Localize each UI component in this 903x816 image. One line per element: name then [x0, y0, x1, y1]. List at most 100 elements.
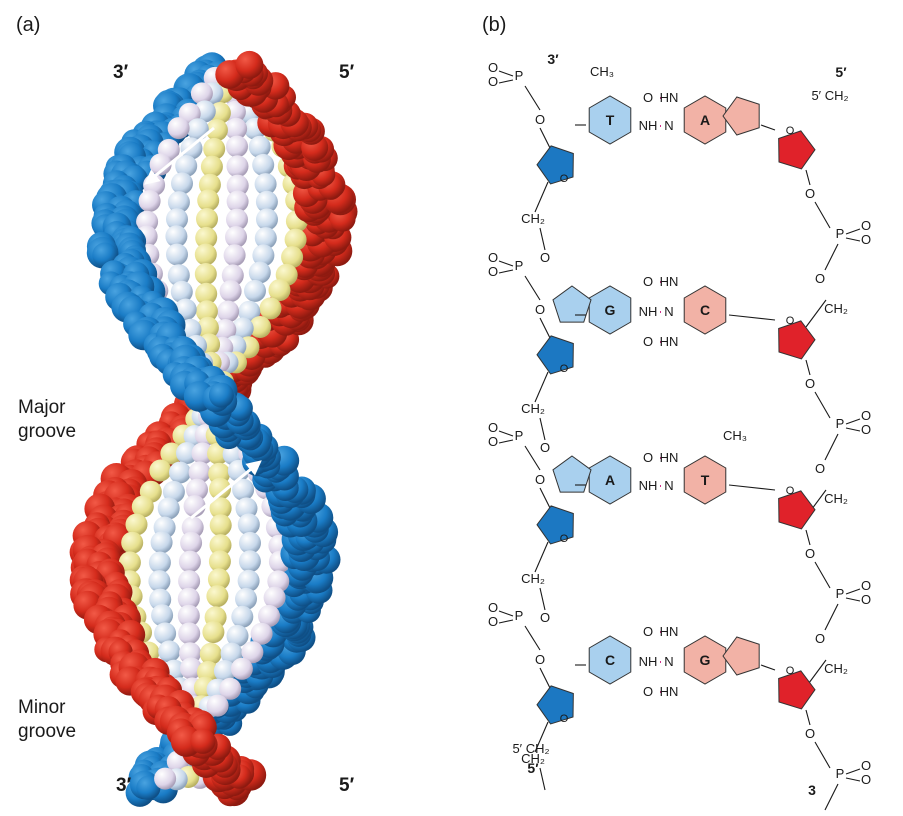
base-ring-left	[588, 635, 632, 685]
base-atom	[154, 767, 177, 790]
base-letter-right: T	[701, 472, 710, 488]
ch2-group: CH₂	[824, 661, 848, 676]
base-atom	[195, 300, 218, 323]
oxygen-atom: O	[488, 74, 498, 89]
bond	[524, 275, 541, 301]
hbond-atom-right: HN	[660, 90, 679, 105]
hbond-atom-right: N	[664, 304, 673, 319]
phosphate-group: POO	[488, 250, 523, 279]
oxygen-atom: O	[815, 461, 825, 476]
base-ring-right	[683, 635, 727, 685]
base-letter-left: T	[606, 112, 615, 128]
bond	[498, 439, 514, 444]
base-atom	[231, 317, 254, 340]
base-atom	[232, 478, 255, 501]
phosphate-group: POO	[836, 218, 871, 247]
phosphorus-atom: P	[515, 428, 524, 443]
base-atom	[284, 228, 307, 251]
oxygen-atom: O	[488, 264, 498, 279]
base-atom	[256, 208, 278, 231]
blue-strand-atom	[208, 382, 234, 408]
base-atom	[206, 694, 229, 717]
ch2-group: CH₂	[521, 211, 545, 226]
bond	[539, 767, 546, 791]
base-atom	[248, 261, 271, 284]
right-strand-backbone: 5′5′ CH₂OOPOOOCH₂OOPOOOCH₂OOPOOOCH₂OOPOO…	[778, 64, 871, 811]
bond	[534, 541, 549, 573]
base-letter-right: C	[700, 302, 710, 318]
strand-end-bottom-left: 3′	[116, 775, 132, 796]
ring-oxygen: O	[786, 485, 795, 497]
oxygen-atom: O	[535, 112, 545, 127]
right-strand-3-prime-label: 3	[808, 782, 816, 798]
base-atom	[200, 155, 223, 178]
strand-end-top-left: 3′	[113, 62, 129, 83]
base-atom	[241, 641, 264, 664]
ring-oxygen: O	[786, 125, 795, 137]
hbond-atom-left: O	[643, 684, 653, 699]
oxygen-atom: O	[540, 250, 550, 265]
bond	[845, 228, 861, 235]
base-atom	[202, 621, 225, 644]
oxygen-atom: O	[805, 546, 815, 561]
bond	[534, 371, 549, 403]
base-atom	[196, 316, 219, 339]
oxygen-atom: O	[540, 440, 550, 455]
phosphate-group: POO	[488, 60, 523, 89]
deoxyribose-sugar-right	[778, 130, 816, 170]
oxygen-atom: O	[540, 610, 550, 625]
base-atom	[175, 155, 198, 177]
bond	[824, 243, 839, 271]
base-atom	[178, 550, 201, 573]
phosphate-group: POO	[836, 758, 871, 787]
left-strand-5-prime-label: 5′	[527, 760, 539, 776]
base-atom	[226, 190, 249, 213]
base-atom	[180, 531, 203, 554]
glycosidic-bond	[760, 664, 776, 671]
bond	[539, 127, 551, 149]
right-strand-5-prime-carbon: 5′ CH₂	[811, 88, 848, 103]
bond	[814, 561, 831, 589]
glycosidic-bond	[760, 124, 776, 131]
base-atom	[205, 119, 228, 142]
base-atom	[226, 135, 248, 158]
base-atom	[125, 513, 148, 536]
base-atom	[165, 225, 188, 248]
base-atom	[167, 191, 190, 214]
ring-oxygen: O	[786, 315, 795, 327]
base-atom	[195, 226, 218, 249]
base-atom	[225, 117, 248, 140]
base-atom	[217, 300, 240, 323]
base-atom	[194, 243, 217, 266]
oxygen-atom: O	[488, 60, 498, 75]
hbond-atom-left: O	[643, 450, 653, 465]
glycosidic-bond	[728, 484, 776, 491]
left-strand-3-prime-label: 3′	[547, 51, 559, 67]
deoxyribose-sugar-left	[536, 335, 574, 375]
ch2-group: CH₂	[521, 751, 545, 766]
bond	[498, 430, 514, 437]
base-atom	[258, 604, 280, 627]
base-atom	[186, 478, 208, 501]
minor-groove-label: Minor groove	[18, 696, 76, 744]
base-atom	[199, 642, 222, 665]
base-ring-right	[683, 95, 727, 145]
base-atom	[254, 227, 277, 250]
base-letter-right: A	[700, 112, 710, 128]
ch2-group: CH₂	[521, 571, 545, 586]
panel-b-label: (b)	[482, 14, 507, 36]
minor-groove-line-1: Minor	[18, 697, 66, 718]
base-atom	[223, 244, 246, 267]
base-atom	[209, 534, 232, 557]
bond	[845, 588, 861, 595]
bond	[498, 269, 514, 274]
base-letter-right: G	[700, 652, 711, 668]
base-atom	[238, 300, 261, 323]
oxygen-atom: O	[861, 578, 871, 593]
phosphate-group: POO	[488, 420, 523, 449]
ring-oxygen: O	[560, 713, 569, 725]
